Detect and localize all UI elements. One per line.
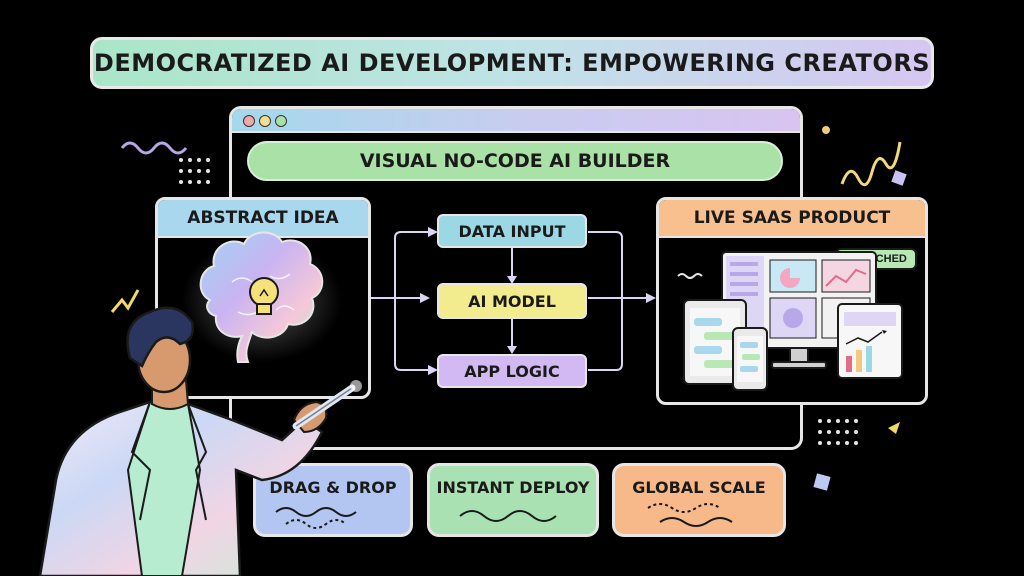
builder-label-pill: VISUAL NO-CODE AI BUILDER [247,141,783,181]
feature-card-instant-deploy[interactable]: INSTANT DEPLOY [427,463,599,537]
minimize-dot-icon[interactable] [259,115,271,127]
feature-card-label: GLOBAL SCALE [632,478,766,497]
squiggle-decoration [120,141,188,155]
title-banner: DEMOCRATIZED AI DEVELOPMENT: EMPOWERING … [90,37,934,89]
feature-card-label: INSTANT DEPLOY [436,478,590,497]
squiggle-decoration [840,141,902,187]
close-dot-icon[interactable] [243,115,255,127]
square-decoration [813,473,831,491]
feature-card-label: DRAG & DROP [269,478,397,497]
flow-node-label: APP LOGIC [464,361,560,381]
triangle-decoration [888,422,900,434]
dot-grid-decoration [818,419,858,445]
flow-node-label: AI MODEL [468,291,556,311]
square-decoration [891,170,907,186]
flow-node-ai-model[interactable]: AI MODEL [437,283,587,319]
wave-icon [275,507,357,517]
builder-label: VISUAL NO-CODE AI BUILDER [359,150,671,172]
wave-icon [285,519,347,529]
circle-decoration [822,126,830,134]
maximize-dot-icon[interactable] [275,115,287,127]
squiggle-decoration [110,289,140,313]
page-title: DEMOCRATIZED AI DEVELOPMENT: EMPOWERING … [93,49,931,77]
wave-icon [659,517,733,527]
feature-card-global-scale[interactable]: GLOBAL SCALE [612,463,786,537]
flow-node-data-input[interactable]: DATA INPUT [437,214,587,248]
idea-panel-title: ABSTRACT IDEA [187,208,339,228]
product-panel-title: LIVE SAAS PRODUCT [693,208,891,228]
wave-icon [647,503,721,513]
dot-grid-decoration [179,158,210,184]
wave-icon [459,510,557,522]
flow-node-app-logic[interactable]: APP LOGIC [437,354,587,388]
product-panel-header: LIVE SAAS PRODUCT [659,200,925,238]
window-titlebar [232,109,800,133]
flow-node-label: DATA INPUT [458,221,566,241]
